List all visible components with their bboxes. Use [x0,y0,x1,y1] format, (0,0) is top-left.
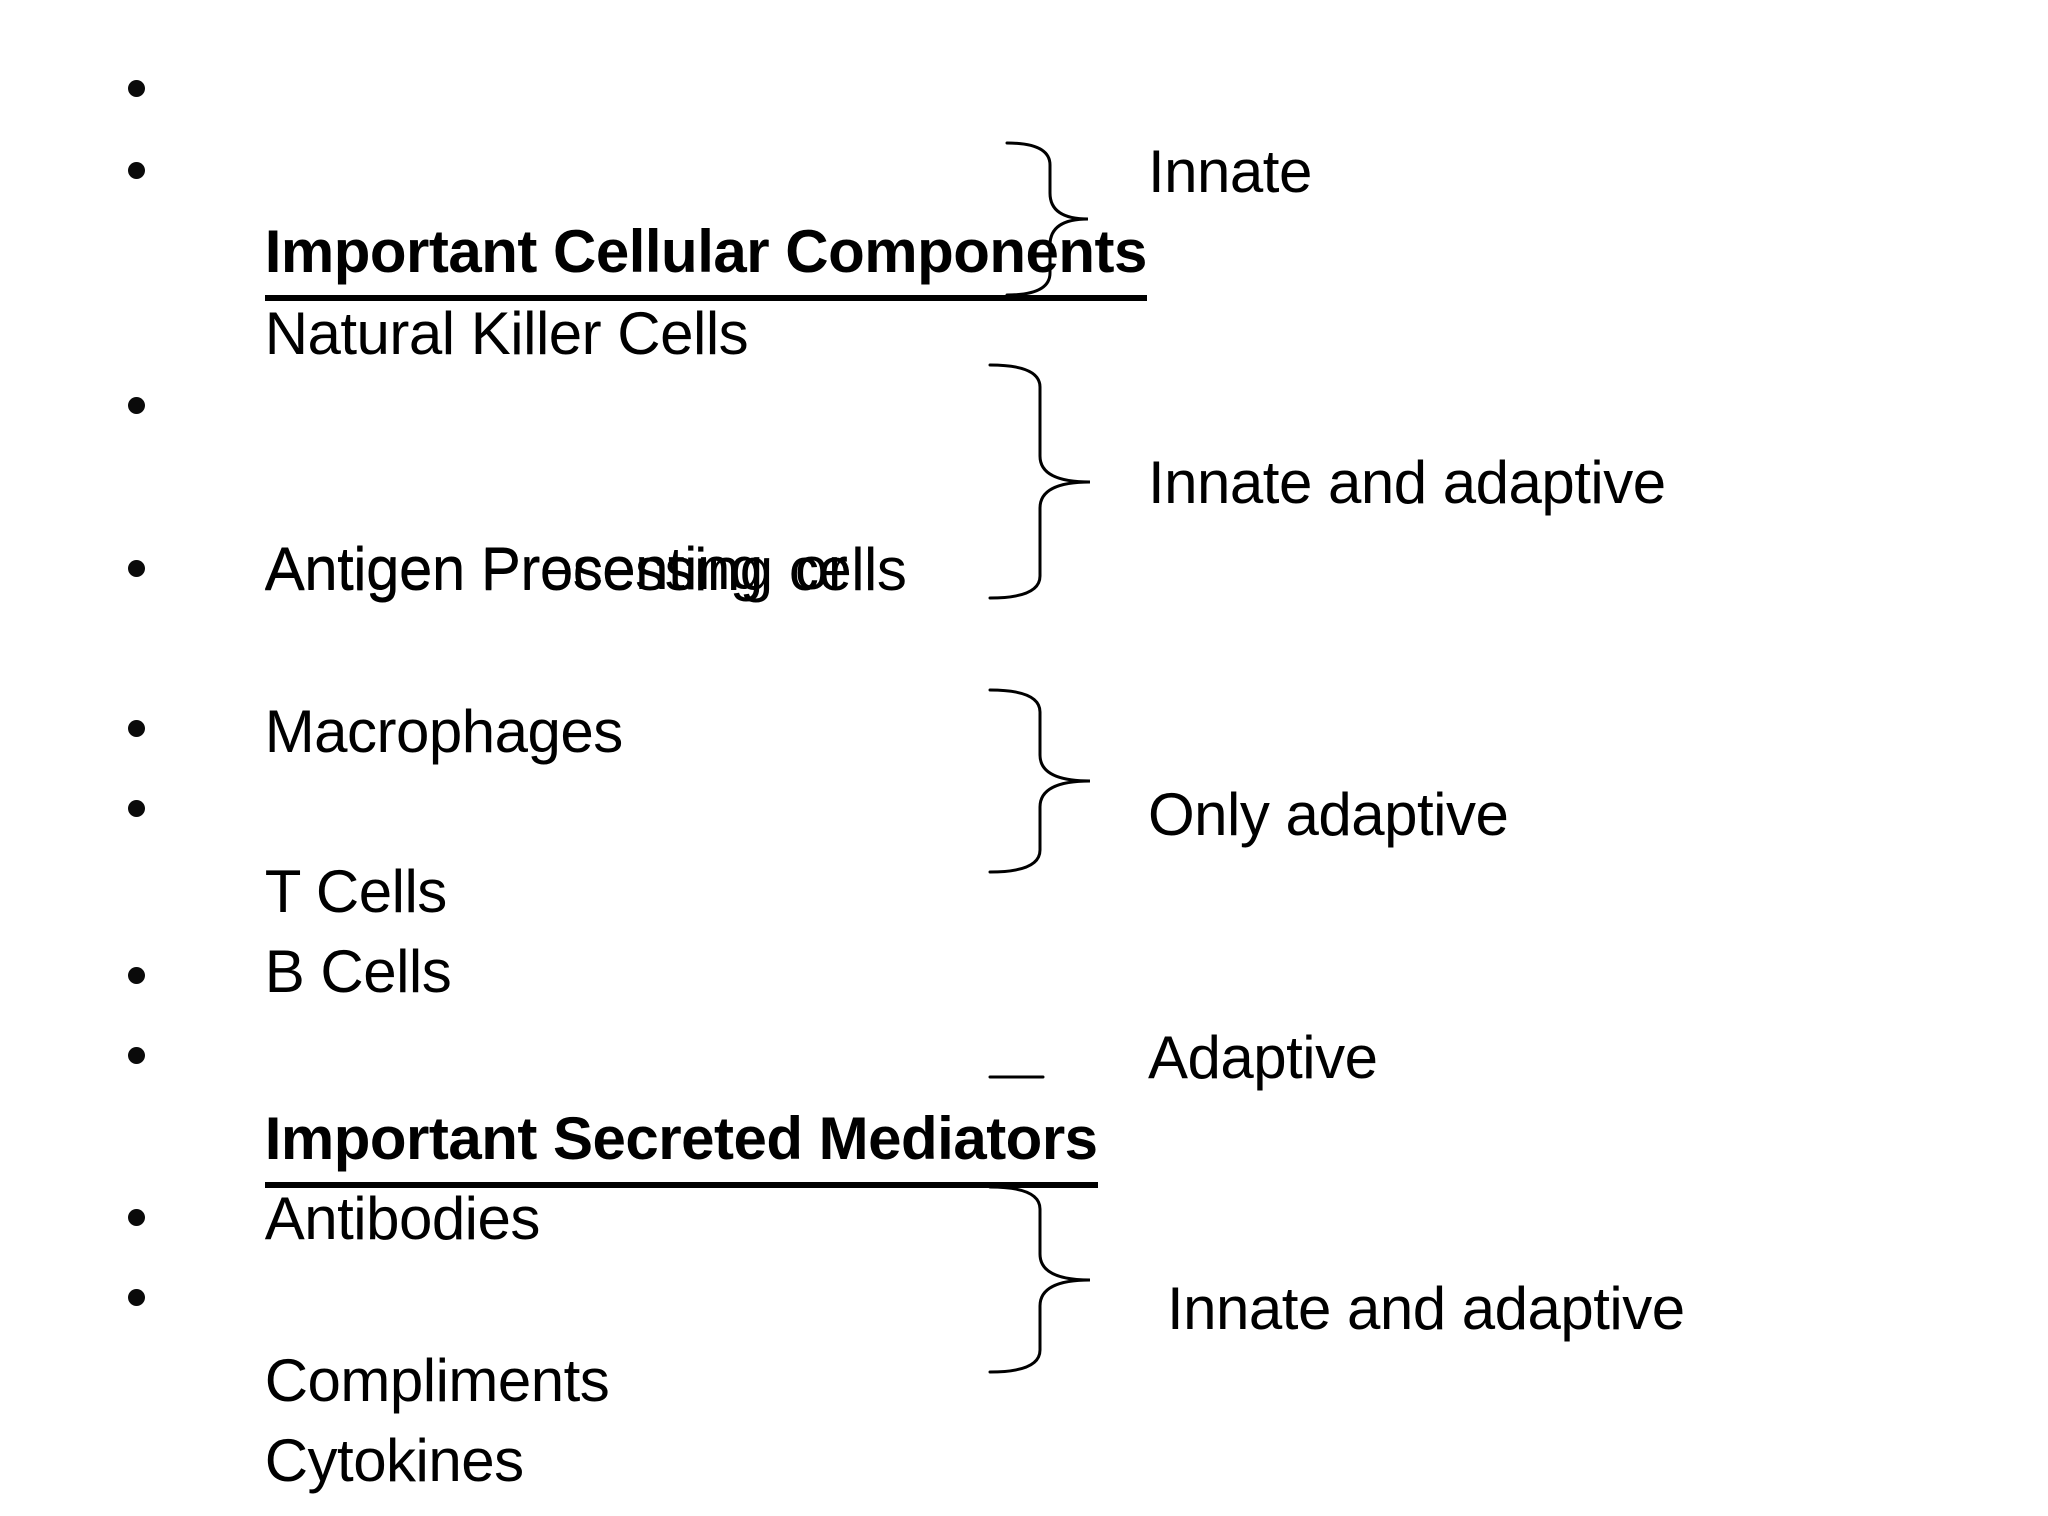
list-item-header-secreted: Important Secreted Mediators [128,934,1098,1188]
list-item-text: Compliments [264,1347,610,1414]
classification-label-only-adaptive: Only adaptive [1148,781,1509,848]
classification-label-adaptive: Adaptive [1148,1024,1378,1091]
bullet-icon [128,800,145,817]
classification-label-innate: Innate [1148,138,1312,205]
list-item-text: Macrophages [264,698,624,765]
list-item-text: Natural Killer Cells [264,300,749,367]
bullet-icon [128,720,145,737]
list-item-text: Cytokines [264,1427,524,1494]
list-item-text: Antibodies [264,1185,541,1252]
grouping-brace-innate-and-adaptive-1 [988,363,1091,600]
list-item-t-cells: T Cells [128,687,447,925]
list-item-text: Antigen Presenting or [264,535,848,602]
classification-label-innate-and-adaptive-2: Innate and adaptive [1167,1275,1685,1342]
bullet-icon [128,397,145,414]
list-item-natural-killer-cells: Natural Killer Cells [128,129,749,367]
list-item-b-cells: B Cells [128,767,452,1005]
list-item-antibodies: Antibodies [128,1014,540,1252]
list-item-text: T Cells [264,858,448,925]
list-item-macrophages: Macrophages [128,527,623,765]
bullet-icon [128,967,145,984]
list-item-cytokines: Cytokines [128,1256,524,1494]
list-item-text: B Cells [264,938,452,1005]
bullet-icon [128,560,145,577]
bullet-icon [128,1209,145,1226]
list-item-compliments: Compliments [128,1176,610,1414]
bullet-icon [128,1047,145,1064]
list-item-antigen-processing: Antigen Processing cells [200,447,907,603]
classification-label-innate-and-adaptive-1: Innate and adaptive [1148,449,1666,516]
list-item-antigen-presenting: Antigen Presenting or [128,364,848,602]
section-header-text: Important Secreted Mediators [264,1098,1098,1188]
grouping-brace-innate-and-adaptive-2 [988,1185,1091,1374]
bullet-icon [128,162,145,179]
bullet-icon [128,80,145,97]
bullet-icon [128,1289,145,1306]
grouping-brace-only-adaptive [988,688,1091,874]
list-item-header-cellular: Important Cellular Components [128,47,1147,301]
section-header-text: Important Cellular Components [264,211,1147,301]
list-item-text: Antigen Processing cells [264,536,907,603]
